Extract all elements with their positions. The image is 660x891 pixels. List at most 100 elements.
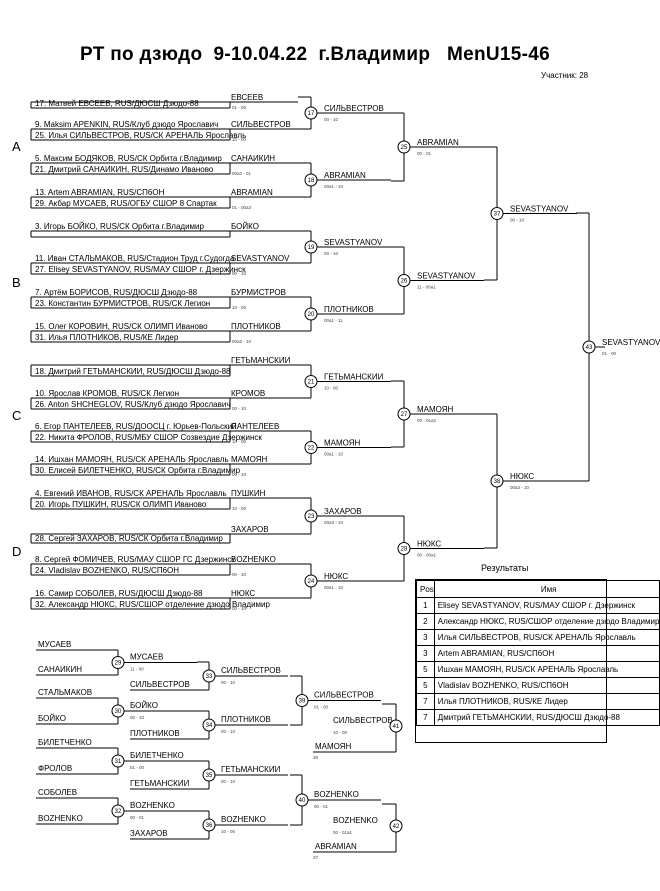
match-winner-name: НЮКС xyxy=(417,540,441,549)
match-score: 00 - 10 xyxy=(324,251,339,256)
repechage-entry-name: СОБОЛЕВ xyxy=(38,788,77,797)
match-score: 11 - 00a1 xyxy=(417,285,436,290)
result-position: 5 xyxy=(416,677,435,694)
competitor-label: 32. Александр НЮКС, RUS/СШОР отделение д… xyxy=(35,600,271,609)
bout-winner-name: СИЛЬВЕСТРОВ xyxy=(231,120,291,129)
match-circle xyxy=(202,818,216,832)
bout-winner-name: ABRAMIAN xyxy=(231,188,273,197)
bout-winner-name: ГЕТЬМАНСКИИ xyxy=(231,356,291,365)
match-score: 00a1 - 10 xyxy=(324,585,344,590)
competitor-label: 10. Ярослав КРОМОВ, RUS/СК Легион xyxy=(35,389,179,398)
match-winner-name: ЗАХАРОВ xyxy=(324,507,362,516)
match-score: 37 xyxy=(313,855,319,860)
bout-winner-name: ЗАХАРОВ xyxy=(231,525,269,534)
result-position: 5 xyxy=(416,661,435,678)
match-winner-name: БИЛЕТЧЕНКО xyxy=(130,751,184,760)
competitor-label: 7. Артём БОРИСОВ, RUS/ДЮСШ Дзюдо-88 xyxy=(35,288,198,297)
competitor-label: 24. Vladislav BOZHENKO, RUS/СП6ОН xyxy=(35,566,179,575)
match-number: 25 xyxy=(401,145,408,151)
match-score: 01 - 00 xyxy=(314,705,329,710)
match-score: 00a1 - 10 xyxy=(324,452,344,457)
match-score: 01 - 00 xyxy=(602,351,617,356)
match-circle xyxy=(111,754,125,768)
competitor-label: 6. Егор ПАНТЕЛЕЕВ, RUS/ДООСЦ г. Юрьев-По… xyxy=(35,422,237,431)
match-circle xyxy=(304,574,318,588)
bout-winner-name: БОЙКО xyxy=(231,222,259,231)
bout-winner-name: ПАНТЕЛЕЕВ xyxy=(231,422,279,431)
match-circle xyxy=(111,804,125,818)
bout-winner-name: НЮКС xyxy=(231,589,255,598)
match-score: 00 - 01a2 xyxy=(417,418,437,423)
match-circle xyxy=(202,718,216,732)
match-winner-name: ГЕТЬМАНСКИИ xyxy=(324,373,384,382)
result-athlete-name: Илья СИЛЬВЕСТРОВ, RUS/СК АРЕНАЛЬ Ярослав… xyxy=(433,629,660,646)
match-circle xyxy=(304,509,318,523)
competitor-label: 4. Евгений ИВАНОВ, RUS/СК АРЕНАЛЬ Яросла… xyxy=(35,489,227,498)
match-circle xyxy=(295,793,309,807)
bout-winner-name: ПЛОТНИКОВ xyxy=(231,322,281,331)
match-winner-name: ПЛОТНИКОВ xyxy=(221,715,271,724)
bout-score: 01 - 00 xyxy=(232,105,247,110)
repechage-entry-name: ГЕТЬМАНСКИИ xyxy=(130,779,190,788)
competitor-label: 22. Никита ФРОЛОВ, RUS/МБУ СШОР Созвезди… xyxy=(35,433,262,442)
bout-score: 10 - 00 xyxy=(232,305,247,310)
result-athlete-name: Artem ABRAMIAN, RUS/СП6ОН xyxy=(433,645,660,662)
result-athlete-name: Elisey SEVASTYANOV, RUS/MAУ СШОР г. Дзер… xyxy=(433,597,660,614)
match-winner-name: СИЛЬВЕСТРОВ xyxy=(324,104,384,113)
match-circle xyxy=(304,240,318,254)
match-number: 36 xyxy=(206,823,213,829)
match-score: 38 xyxy=(313,755,319,760)
repechage-entry-name: БОЙКО xyxy=(38,714,66,723)
match-winner-name: ABRAMIAN xyxy=(324,171,366,180)
bout-winner-name: САНАИКИН xyxy=(231,154,275,163)
match-winner-name: ABRAMIAN xyxy=(417,138,459,147)
match-circle xyxy=(389,819,403,833)
match-circle xyxy=(111,704,125,718)
bronze-opponent-name: МАМОЯН xyxy=(315,742,351,751)
bout-score: 10 - 00 xyxy=(232,137,247,142)
match-number: 33 xyxy=(206,674,213,680)
pool-label: A xyxy=(12,139,21,154)
bronze-winner-name: СИЛЬВЕСТРОВ xyxy=(333,716,393,725)
match-winner-name: МУСАЕВ xyxy=(130,653,163,662)
bout-winner-name: BOZHENKO xyxy=(231,555,276,564)
repechage-entry-name: ЗАХАРОВ xyxy=(130,829,168,838)
result-athlete-name: Илья ПЛОТНИКОВ, RUS/КЕ Лидер xyxy=(433,693,660,710)
match-circle xyxy=(582,340,596,354)
competitor-label: 11. Иван СТАЛЬМАКОВ, RUS/Стадион Труд г.… xyxy=(35,254,235,263)
match-circle xyxy=(397,542,411,555)
result-position: 3 xyxy=(416,645,435,662)
result-athlete-name: Ишхан МАМОЯН, RUS/СК АРЕНАЛЬ Ярославль xyxy=(433,661,660,678)
results-title: Результаты xyxy=(481,563,529,573)
match-winner-name: SEVASTYANOV xyxy=(324,238,383,247)
match-score: 00 - 10 xyxy=(324,117,339,122)
repechage-entry-name: СИЛЬВЕСТРОВ xyxy=(130,680,190,689)
match-circle xyxy=(202,768,216,782)
participant-count: Участник: 28 xyxy=(541,71,589,80)
match-score: 00 - 01 xyxy=(130,815,145,820)
bout-winner-name: МАМОЯН xyxy=(231,455,267,464)
match-score: 00 - 10 xyxy=(221,729,236,734)
match-circle xyxy=(389,719,403,733)
match-number: 23 xyxy=(308,514,315,520)
pool-label: C xyxy=(12,408,21,423)
match-winner-name: ПЛОТНИКОВ xyxy=(324,305,374,314)
competitor-label: 21. Дмитрий САНАИКИН, RUS/Динамо Иваново xyxy=(35,165,214,174)
match-circle xyxy=(202,669,216,683)
match-circle xyxy=(304,106,318,120)
competitor-label: 26. Anton SHCHEGLOV, RUS/Клуб дзюдо Ярос… xyxy=(35,400,231,409)
match-number: 41 xyxy=(393,724,400,730)
bronze-opponent-name: ABRAMIAN xyxy=(315,842,357,851)
match-number: 19 xyxy=(308,245,315,251)
bout-score: 00 - 10 xyxy=(232,606,247,611)
match-score: 01 - 00 xyxy=(130,765,145,770)
competitor-label: 18. Дмитрий ГЕТЬМАНСКИИ, RUS/ДЮСШ Дзюдо-… xyxy=(35,367,231,376)
match-winner-name: БОЙКО xyxy=(130,701,158,710)
match-score: 00 - 10 xyxy=(130,715,145,720)
match-number: 20 xyxy=(308,312,315,318)
bout-score: 00 - 10 xyxy=(232,406,247,411)
competitor-label: 29. Акбар МУСАЕВ, RUS/ОГБУ СШОР 8 Спарта… xyxy=(35,199,217,208)
match-circle xyxy=(490,207,504,220)
